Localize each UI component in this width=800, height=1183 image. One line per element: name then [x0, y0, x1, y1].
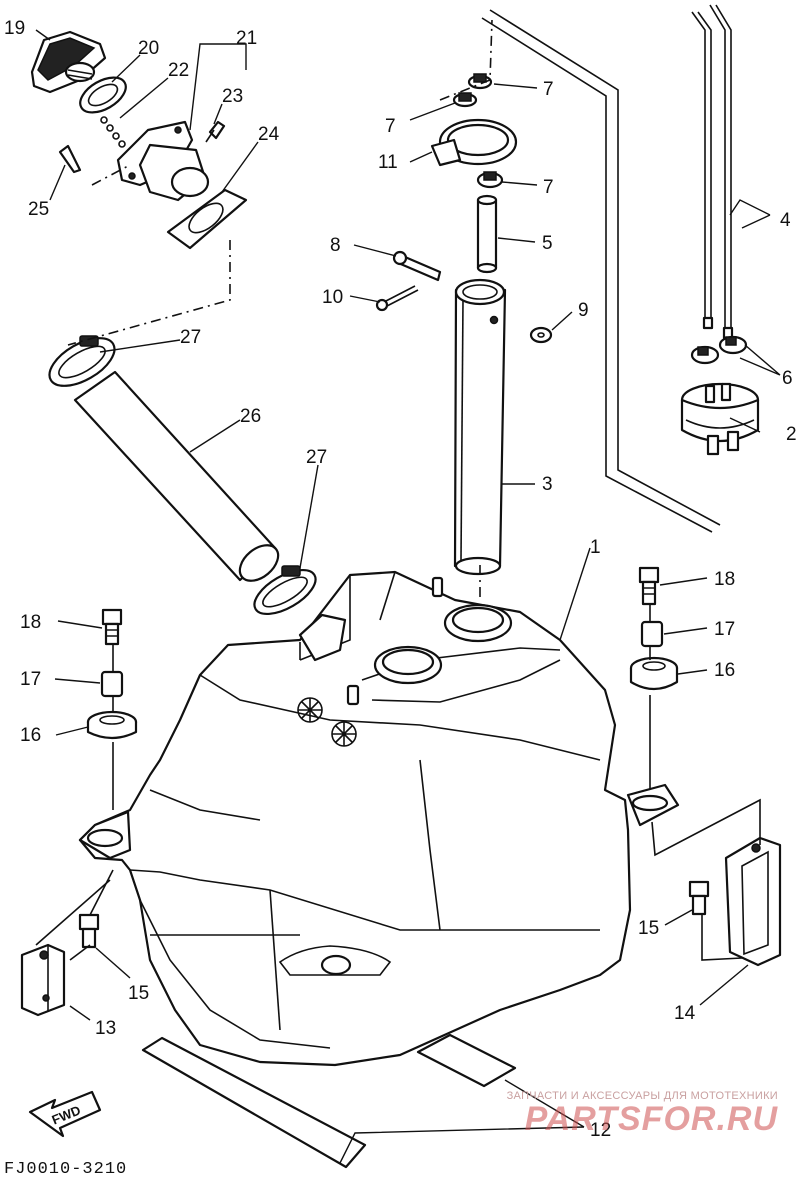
- callout-18-right: 18: [714, 569, 735, 590]
- filler-hose-26: [73, 370, 280, 582]
- callout-12: 12: [590, 1120, 611, 1141]
- callout-11: 11: [378, 152, 398, 173]
- callout-7-lower: 7: [543, 177, 554, 198]
- watermark-brand: PARTSFOR.RU: [524, 1100, 778, 1138]
- breather-hose: [476, 194, 498, 274]
- callout-17-right: 17: [714, 619, 735, 640]
- callout-20: 20: [138, 38, 159, 59]
- callout-16-right: 16: [714, 660, 735, 681]
- callout-15-right: 15: [638, 918, 659, 939]
- diagram-code: FJ0010-3210: [4, 1160, 128, 1179]
- clips-6: [690, 335, 748, 365]
- bracket-13: [20, 943, 66, 1017]
- callout-21: 21: [236, 28, 257, 49]
- fwd-arrow: FWD: [28, 1090, 102, 1138]
- callout-7-top: 7: [543, 79, 554, 100]
- hose-clamps-7: [452, 73, 504, 189]
- screw-23: [205, 120, 226, 143]
- callout-9: 9: [578, 300, 589, 321]
- gasket-24: [166, 188, 248, 250]
- watermark-tagline: ЗАПЧАСТИ И АКСЕССУАРЫ ДЛЯ МОТОТЕХНИКИ: [506, 1090, 778, 1102]
- callout-25: 25: [28, 199, 49, 220]
- callout-3: 3: [542, 474, 553, 495]
- leader-lines: [35, 29, 781, 1164]
- tank-band-12: [141, 1033, 517, 1169]
- callout-13: 13: [95, 1018, 116, 1039]
- callout-8: 8: [330, 235, 341, 256]
- callout-14: 14: [674, 1003, 696, 1024]
- callout-2: 2: [786, 424, 797, 445]
- bolt-15-left: [78, 913, 100, 949]
- collar-17-left: [100, 670, 124, 698]
- callout-24: 24: [258, 124, 280, 145]
- collar-17-right: [640, 620, 664, 648]
- screw-25: [58, 144, 82, 174]
- callout-27-top: 27: [180, 327, 201, 348]
- callout-19: 19: [4, 18, 25, 39]
- washer-9: [529, 326, 553, 344]
- callout-7-left: 7: [385, 116, 396, 137]
- callout-10: 10: [322, 287, 343, 308]
- callout-22: 22: [168, 60, 189, 81]
- callout-6: 6: [782, 368, 793, 389]
- bolt-18-left: [101, 608, 123, 646]
- hose-band-27-bottom: [253, 565, 317, 616]
- bolt-15-right: [688, 880, 710, 916]
- callout-27-bottom: 27: [306, 447, 327, 468]
- callout-23: 23: [222, 86, 243, 107]
- callout-17-left: 17: [20, 669, 41, 690]
- pin-8: [392, 250, 442, 282]
- assembly-lines: [35, 9, 761, 961]
- hose-band-11: [430, 118, 518, 167]
- callout-16-left: 16: [20, 725, 41, 746]
- callout-1: 1: [590, 537, 601, 558]
- fuel-pump-2: [680, 382, 760, 456]
- callout-26: 26: [240, 406, 261, 427]
- fuel-pipes-4: [691, 4, 734, 340]
- pump-pipe: [453, 278, 507, 576]
- damper-16-right: [629, 656, 679, 691]
- callouts: 1 2 3 4 5 6 7 7 7 8 9 10 11 12 13 14 15 …: [4, 18, 797, 1141]
- bolt-18-right: [638, 566, 660, 606]
- callout-5: 5: [542, 233, 553, 254]
- callout-18-left: 18: [20, 612, 41, 633]
- filler-cap-19: [30, 30, 107, 94]
- damper-16-left: [86, 710, 138, 740]
- callout-4: 4: [780, 210, 791, 231]
- fuel-tank: [78, 570, 680, 1067]
- gasket-20: [79, 76, 127, 114]
- bracket-14: [724, 836, 782, 967]
- callout-15-left: 15: [128, 983, 149, 1004]
- filler-neck-21: [116, 120, 210, 202]
- chain-22: [100, 116, 126, 148]
- cotter-pin-10: [375, 285, 419, 312]
